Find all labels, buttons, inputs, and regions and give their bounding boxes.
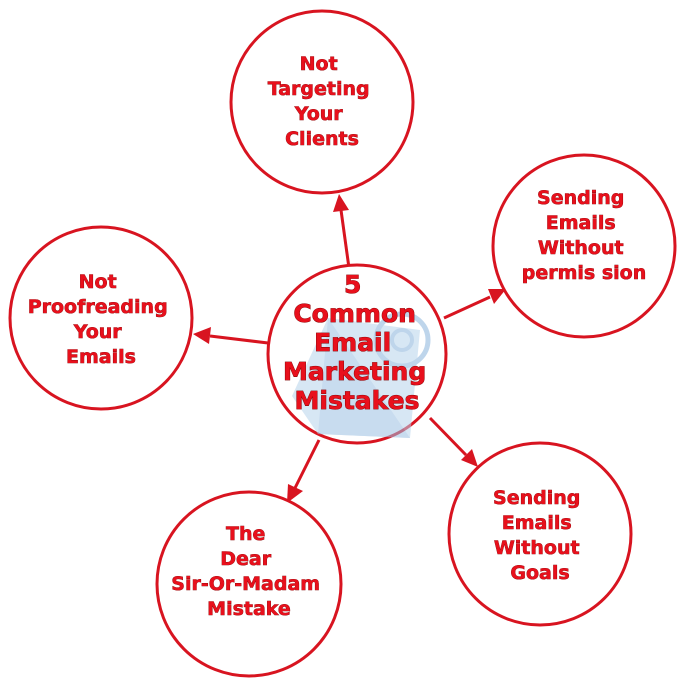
arrow-to-without-permission: [443, 289, 506, 320]
center-title-line: Common: [293, 299, 416, 328]
center-node: 5 Common Email Marketing Mistakes: [266, 263, 448, 445]
node-not-proofreading: Not Proofreading Your Emails: [8, 225, 194, 411]
node-label-line: Mistake: [207, 598, 291, 620]
node-label-line: Emails: [66, 346, 136, 368]
center-title-line: 5: [344, 270, 361, 299]
center-title: 5 Common Email Marketing Mistakes: [283, 270, 435, 415]
node-ring: [8, 225, 194, 411]
node-label-line: Proofreading: [28, 296, 168, 318]
node-label-line: Your: [73, 321, 123, 343]
arrow-to-dear-sir-or-madam: [287, 439, 321, 503]
email-envelope-icon: [292, 311, 431, 438]
node-label: The Dear Sir-Or-Madam Mistake: [171, 523, 326, 620]
node-not-targeting: Not Targeting Your Clients: [229, 9, 415, 195]
node-label: Sending Emails Without Goals: [493, 487, 587, 584]
node-label-line: Emails: [502, 512, 572, 534]
node-without-goals: Sending Emails Without Goals: [447, 441, 633, 627]
node-label-line: Dear: [220, 548, 271, 570]
node-label-line: Targeting: [268, 78, 370, 100]
node-dear-sir-or-madam: The Dear Sir-Or-Madam Mistake: [155, 490, 343, 678]
arrow-to-not-proofreading: [193, 327, 269, 345]
node-label-line: Sending: [537, 187, 624, 209]
node-ring: [447, 441, 633, 627]
center-title-line: Email: [314, 328, 391, 357]
node-ring: [155, 490, 343, 678]
node-without-permission: Sending Emails Without permis sion: [491, 153, 677, 339]
node-ring: [491, 153, 677, 339]
node-label: Sending Emails Without permis sion: [522, 187, 647, 284]
node-label-line: Clients: [285, 128, 359, 150]
arrow-to-without-goals: [428, 416, 478, 467]
node-label-line: permis sion: [522, 262, 647, 284]
node-label-line: Without: [494, 537, 580, 559]
node-label-line: The: [226, 523, 265, 545]
node-label-line: Your: [294, 103, 344, 125]
arrow-to-not-targeting: [333, 194, 351, 269]
node-label-line: Goals: [510, 562, 569, 584]
node-label-line: Not: [79, 271, 117, 293]
connector-arrows: [193, 194, 506, 503]
node-ring: [229, 9, 415, 195]
node-label: Not Proofreading Your Emails: [28, 271, 175, 368]
node-label-line: Not: [300, 53, 338, 75]
node-label-line: Sir-Or-Madam: [171, 573, 320, 595]
center-title-line: Marketing: [283, 357, 426, 386]
center-title-line: Mistakes: [295, 386, 420, 415]
node-label: Not Targeting Your Clients: [268, 53, 377, 150]
node-label-line: Sending: [493, 487, 580, 509]
node-label-line: Emails: [546, 212, 616, 234]
node-label-line: Without: [538, 237, 624, 259]
